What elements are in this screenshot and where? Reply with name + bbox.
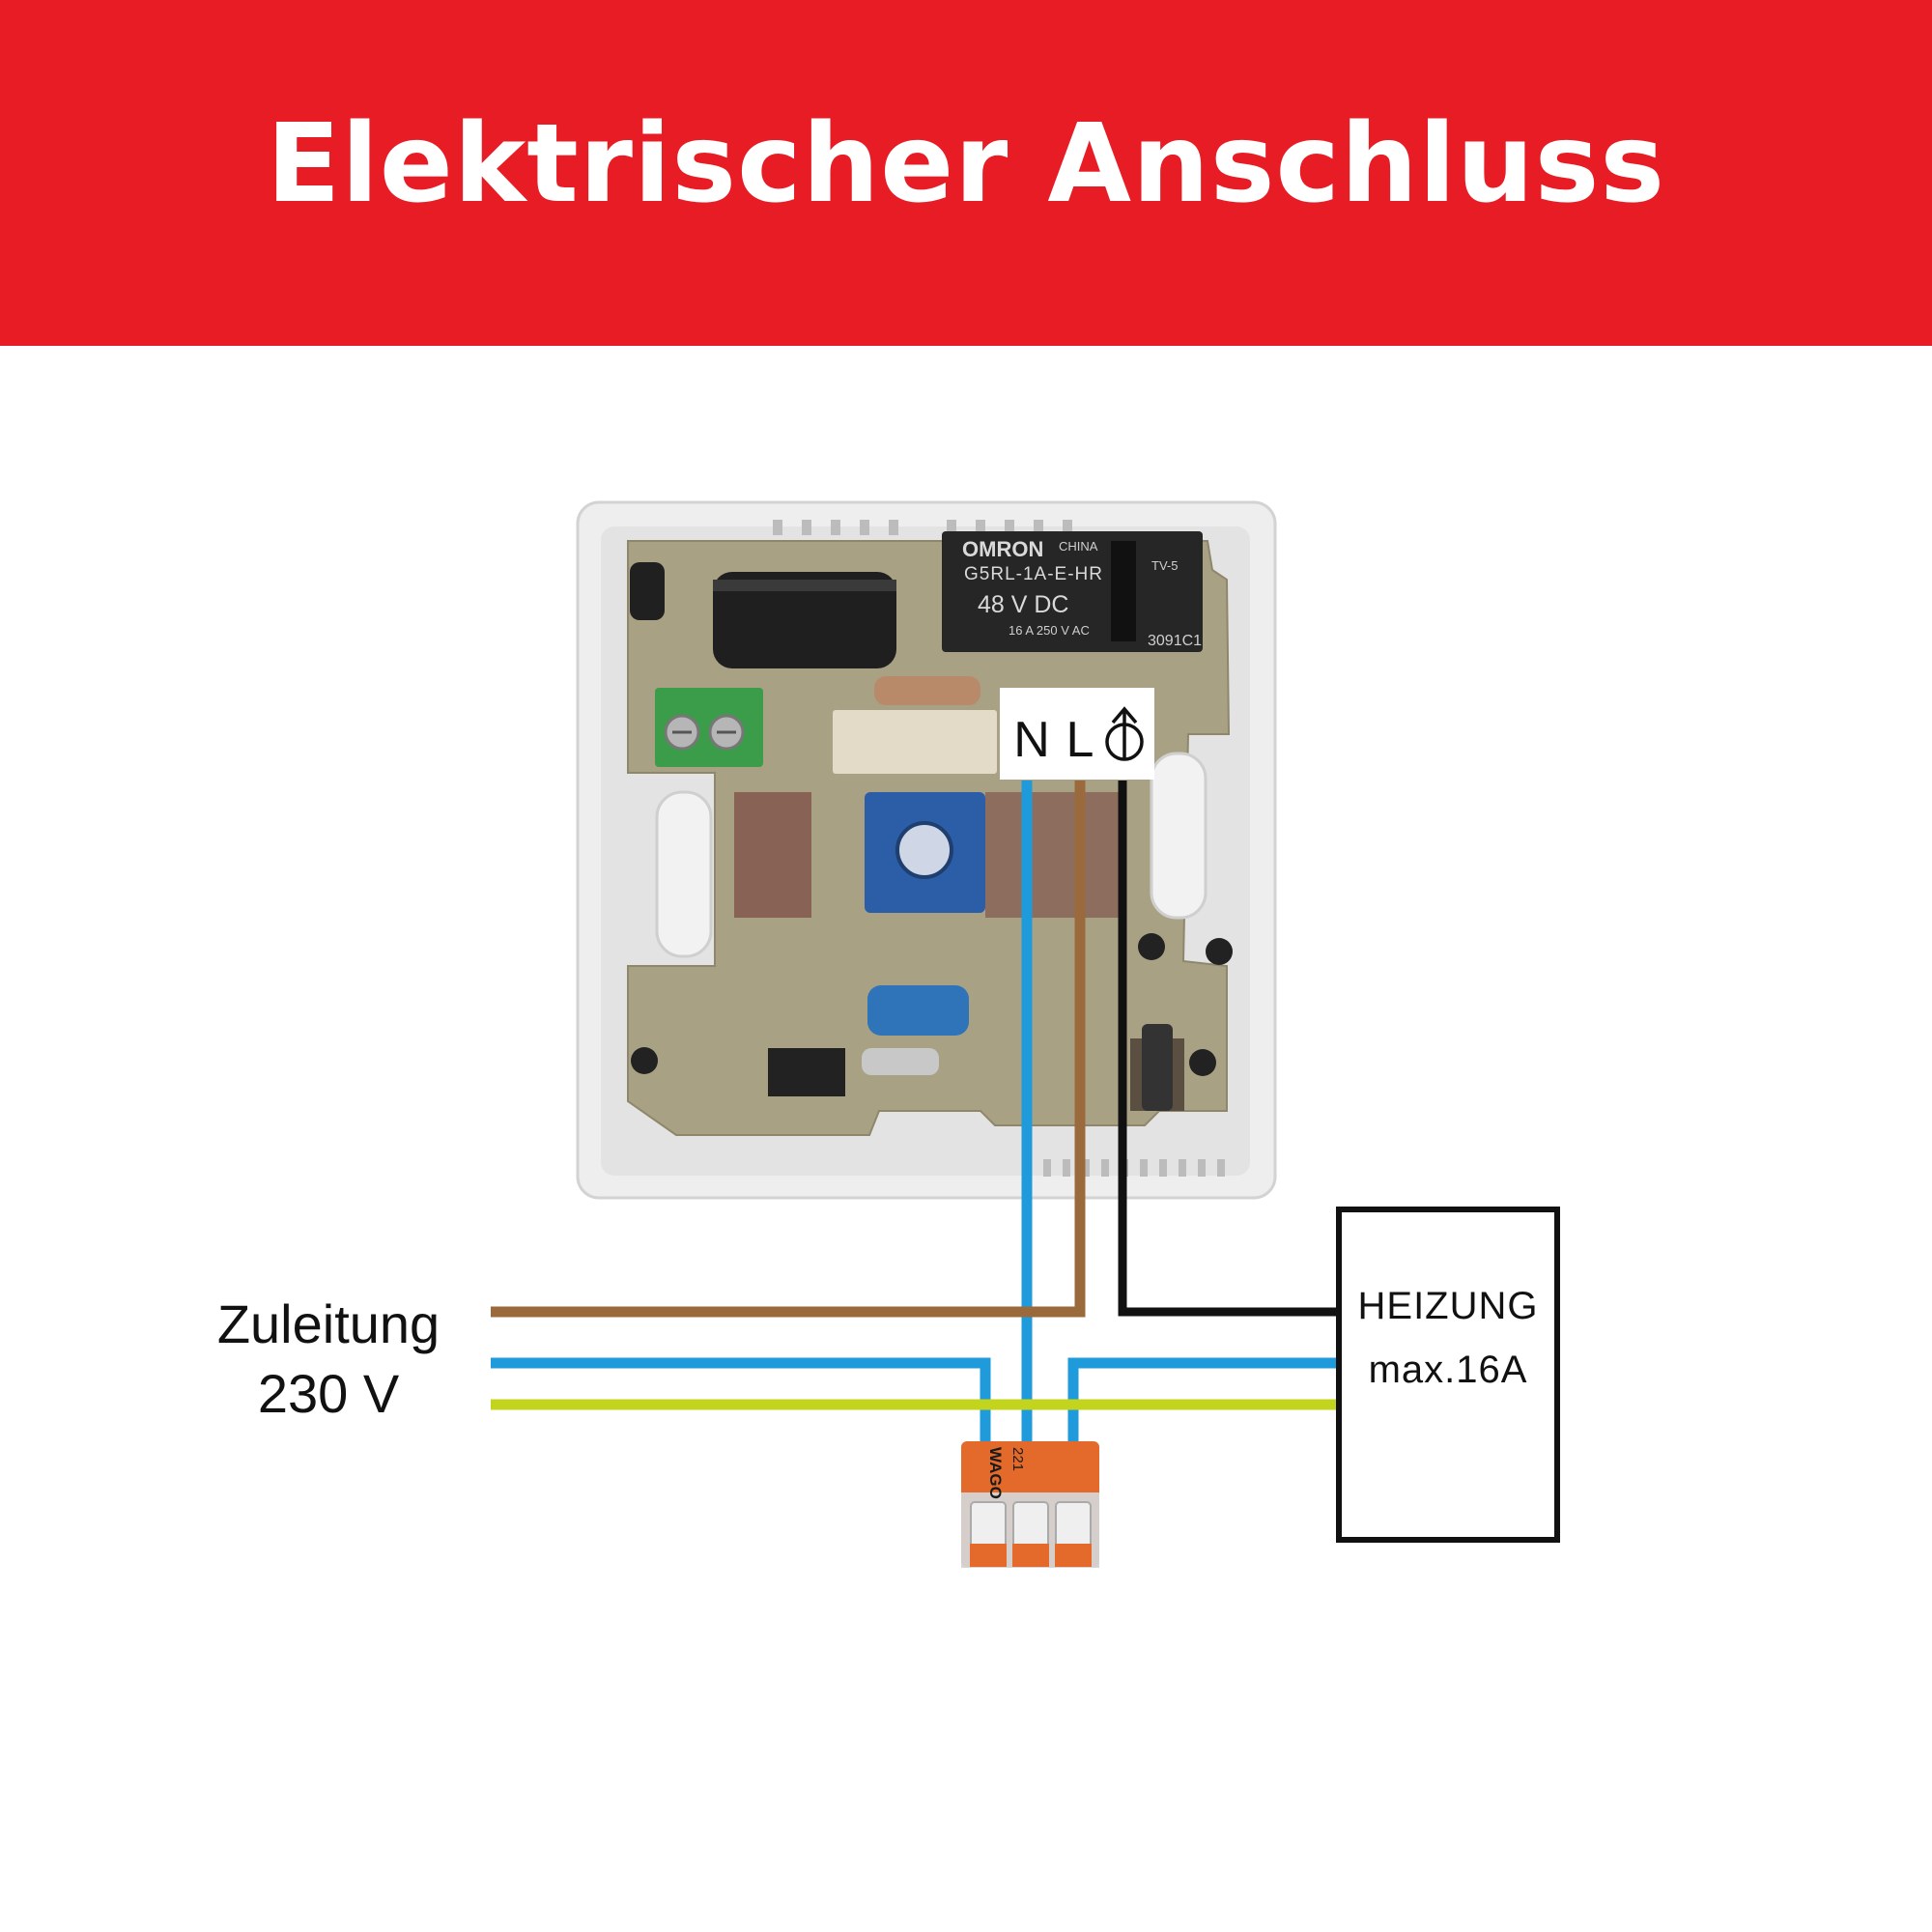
neutral-wire-supply [491, 1357, 991, 1449]
relay-brand-label: OMRON [962, 537, 1044, 561]
supply-label-line2: 230 V [257, 1363, 400, 1424]
terminal-label-box [1000, 688, 1154, 780]
phase-wire [491, 781, 1086, 1318]
heater-label-line2: max.16A [1368, 1349, 1528, 1391]
heater-box [1336, 1207, 1560, 1543]
relay-rating-label: 16 A 250 V AC [1009, 623, 1090, 638]
terminal-l-label: L [1065, 712, 1094, 768]
heater-label-line1: HEIZUNG [1357, 1285, 1539, 1327]
wago-model-label: 221 [1009, 1447, 1026, 1472]
relay-origin-label: CHINA [1059, 539, 1098, 554]
output-arrow-icon [1105, 706, 1144, 761]
switched-wire [1118, 781, 1339, 1317]
relay-code-label: 3091C1 [1148, 633, 1203, 649]
terminal-n-label: N [1013, 712, 1050, 768]
inductor [630, 562, 665, 620]
relay-model-label: G5RL-1A-E-HR [964, 564, 1103, 584]
resistor [874, 676, 980, 705]
page-title: Elektrischer Anschluss [266, 101, 1666, 227]
capacitor-large [713, 572, 896, 668]
wago-brand-label: WAGO [986, 1447, 1005, 1499]
potentiometer [865, 792, 985, 913]
relay-coil-label: 48 V DC [978, 591, 1069, 618]
relay-approval-label: TV-5 [1151, 558, 1179, 573]
neutral-wire-heater [1067, 1357, 1339, 1449]
supply-label-line1: Zuleitung [216, 1293, 440, 1354]
wago-connector [961, 1441, 1099, 1568]
crystal [862, 1048, 939, 1075]
screw-terminal-block [655, 688, 763, 767]
push-button [1130, 1024, 1184, 1111]
capacitor-small [867, 985, 969, 1036]
mounting-screws [631, 933, 1233, 1076]
fuse-block [833, 710, 997, 774]
header-banner: Elektrischer Anschluss [0, 0, 1932, 346]
relay [942, 531, 1203, 652]
pin-header [768, 1048, 845, 1096]
